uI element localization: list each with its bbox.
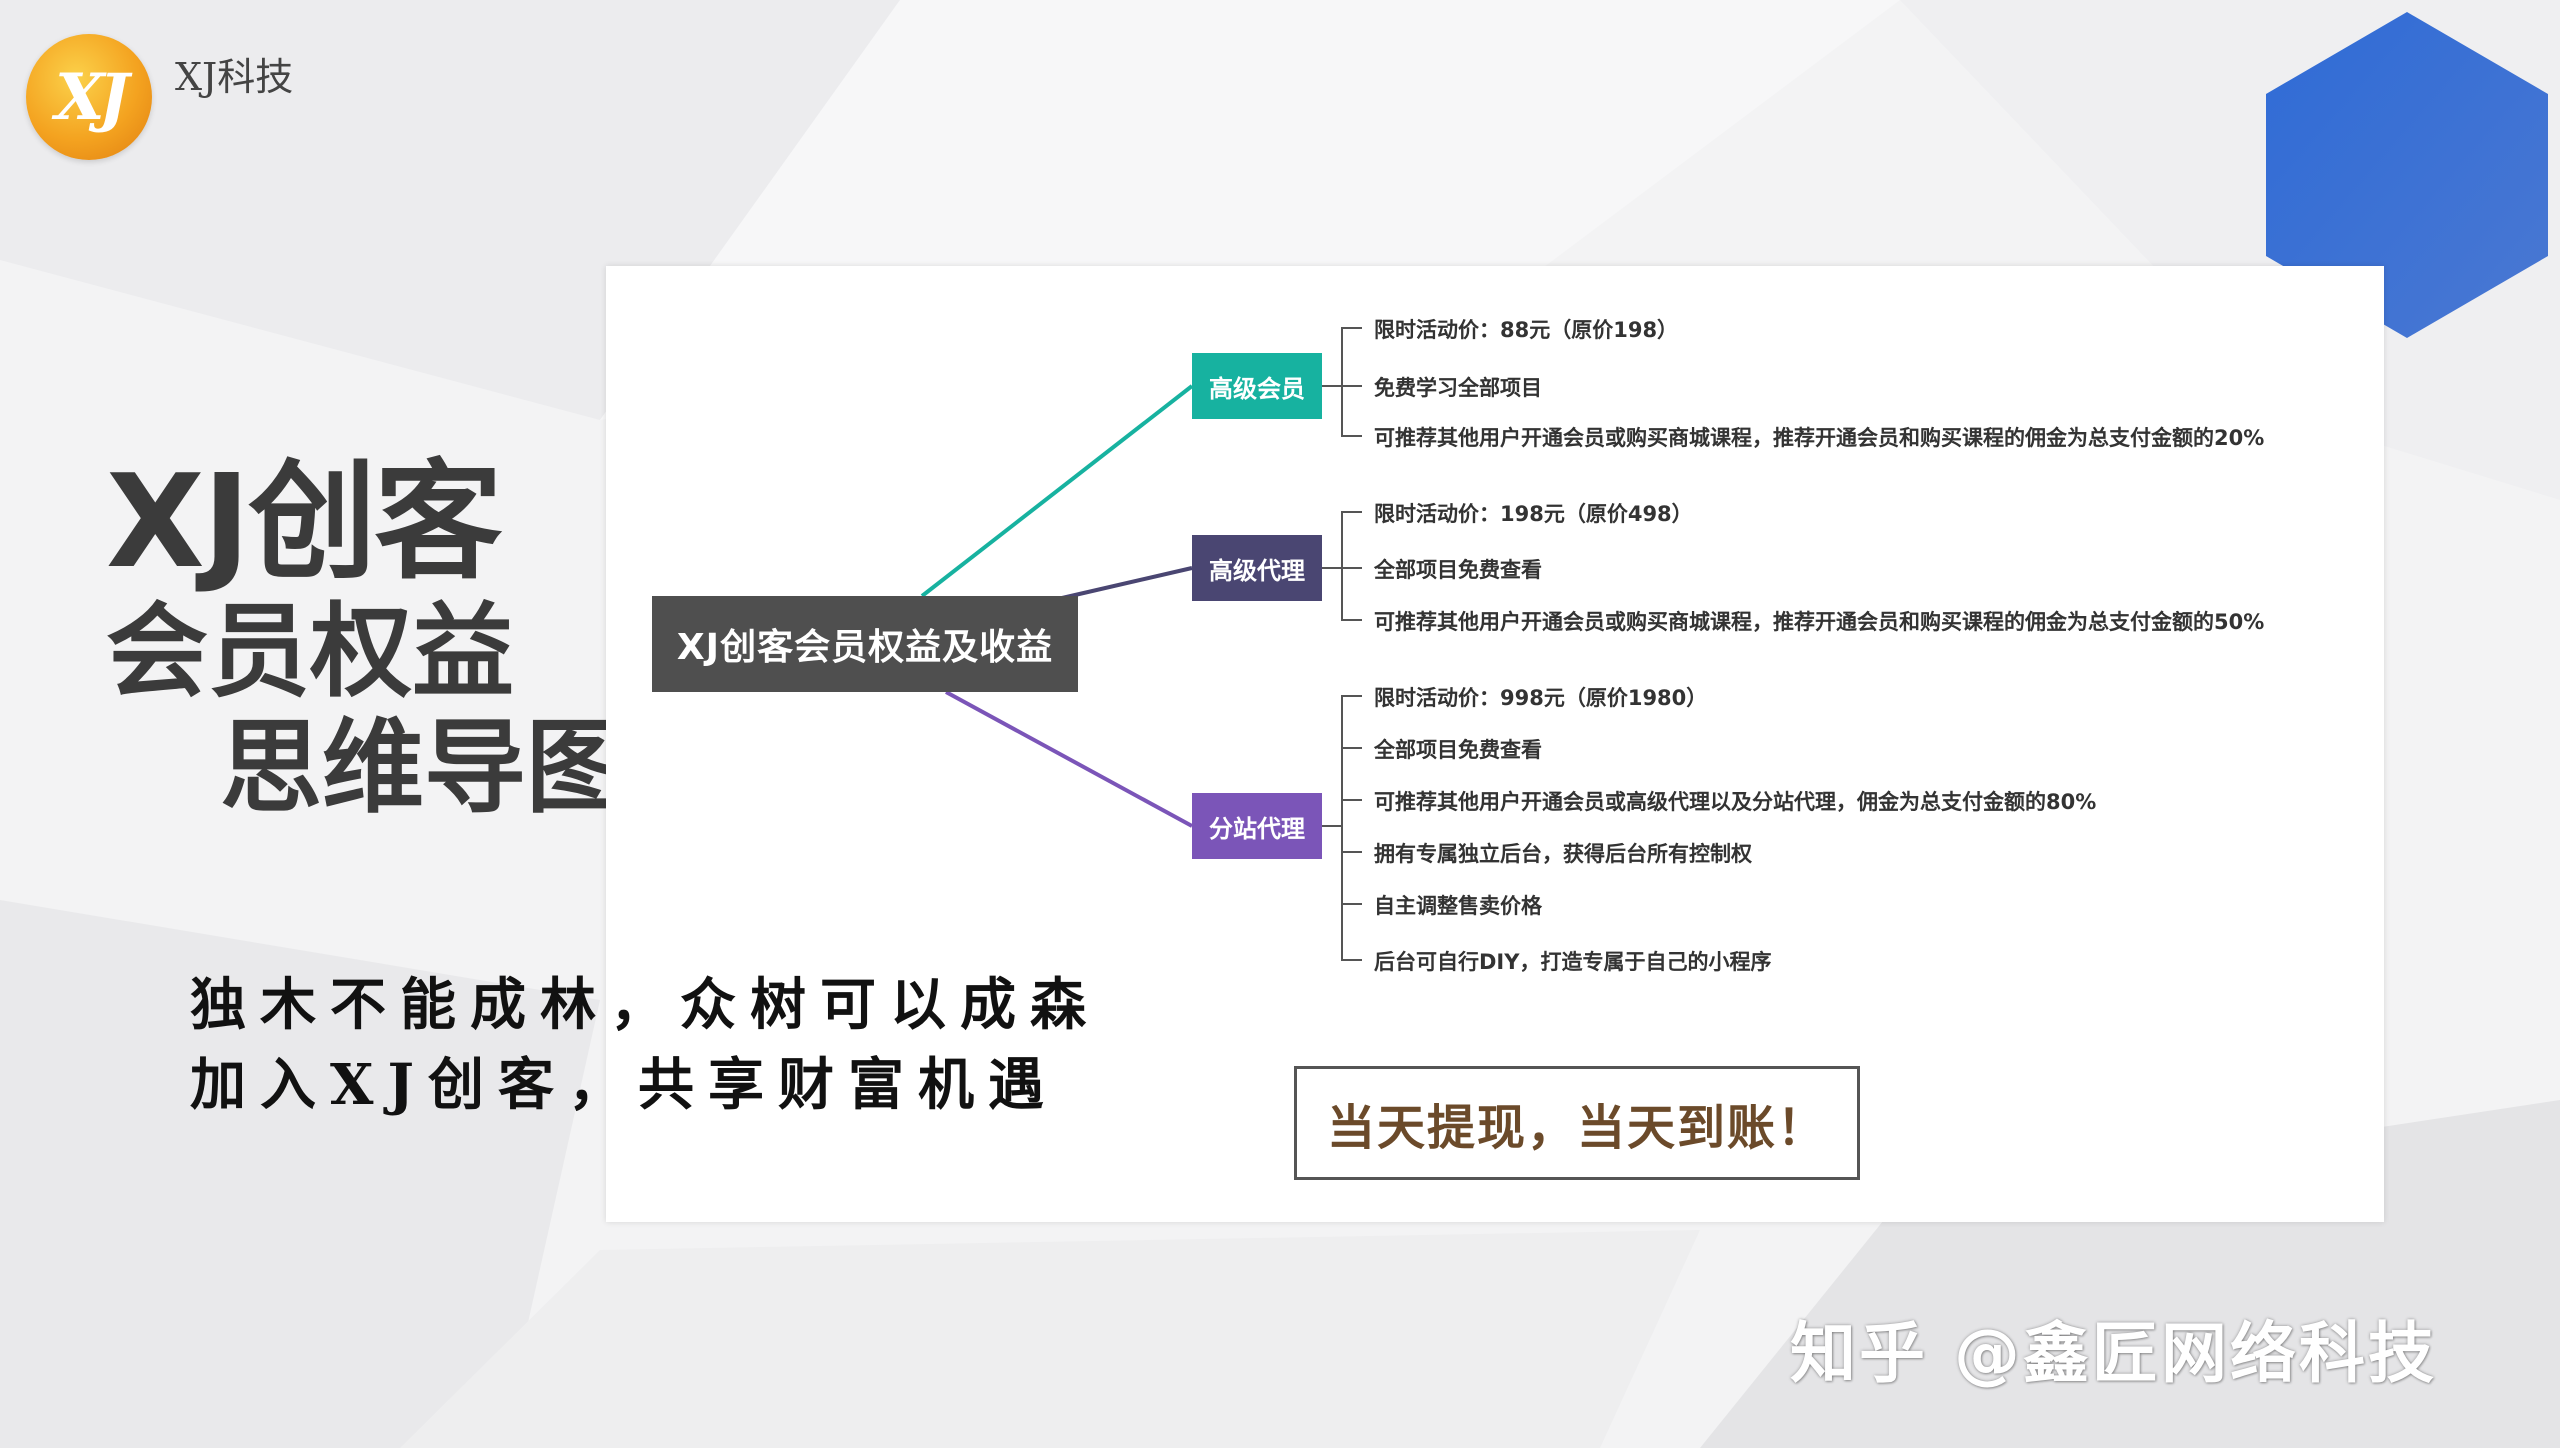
leaf-item: 后台可自行DIY，打造专属于自己的小程序 xyxy=(1374,950,1772,974)
leaf-item: 限时活动价：998元（原价1980） xyxy=(1374,686,1708,710)
leaf-item: 全部项目免费查看 xyxy=(1374,558,1542,582)
leaf-item: 可推荐其他用户开通会员或高级代理以及分站代理，佣金为总支付金额的80% xyxy=(1374,790,2097,814)
leaf-item: 全部项目免费查看 xyxy=(1374,738,1542,762)
title-line-3: 思维导图 xyxy=(220,709,628,828)
logo-mark: XJ xyxy=(55,59,129,135)
branch-node-substation-agent: 分站代理 xyxy=(1192,793,1322,859)
mindmap-root-node: XJ创客会员权益及收益 xyxy=(652,596,1078,692)
slogan-line-2: 加入XJ创客，共享财富机遇 xyxy=(190,1052,1058,1118)
cta-banner: 当天提现，当天到账！ xyxy=(1294,1066,1860,1180)
branch-node-senior-member: 高级会员 xyxy=(1192,353,1322,419)
slogan-line-1: 独木不能成林，众树可以成森 xyxy=(190,972,1100,1038)
watermark: 知乎 @鑫匠网络科技 xyxy=(1790,1315,2437,1392)
branch-node-senior-agent: 高级代理 xyxy=(1192,535,1322,601)
leaf-item: 限时活动价：88元（原价198） xyxy=(1374,318,1679,342)
company-logo: XJ xyxy=(26,34,152,160)
mindmap-card: XJ创客会员权益及收益 高级会员 高级代理 分站代理 限时活动价：88元（原价1… xyxy=(606,266,2384,1222)
leaf-item: 可推荐其他用户开通会员或购买商城课程，推荐开通会员和购买课程的佣金为总支付金额的… xyxy=(1374,610,2265,634)
mindmap-connectors xyxy=(920,327,1362,961)
company-name: XJ科技 xyxy=(175,55,294,99)
leaf-item: 可推荐其他用户开通会员或购买商城课程，推荐开通会员和购买课程的佣金为总支付金额的… xyxy=(1374,426,2265,450)
title-line-2: 会员权益 xyxy=(106,593,514,712)
leaf-item: 免费学习全部项目 xyxy=(1374,376,1542,400)
leaf-item: 限时活动价：198元（原价498） xyxy=(1374,502,1693,526)
leaf-item: 拥有专属独立后台，获得后台所有控制权 xyxy=(1374,842,1752,866)
title-line-1: XJ创客 xyxy=(106,448,502,597)
leaf-item: 自主调整售卖价格 xyxy=(1374,894,1542,918)
decorative-hexagon xyxy=(2266,12,2548,338)
